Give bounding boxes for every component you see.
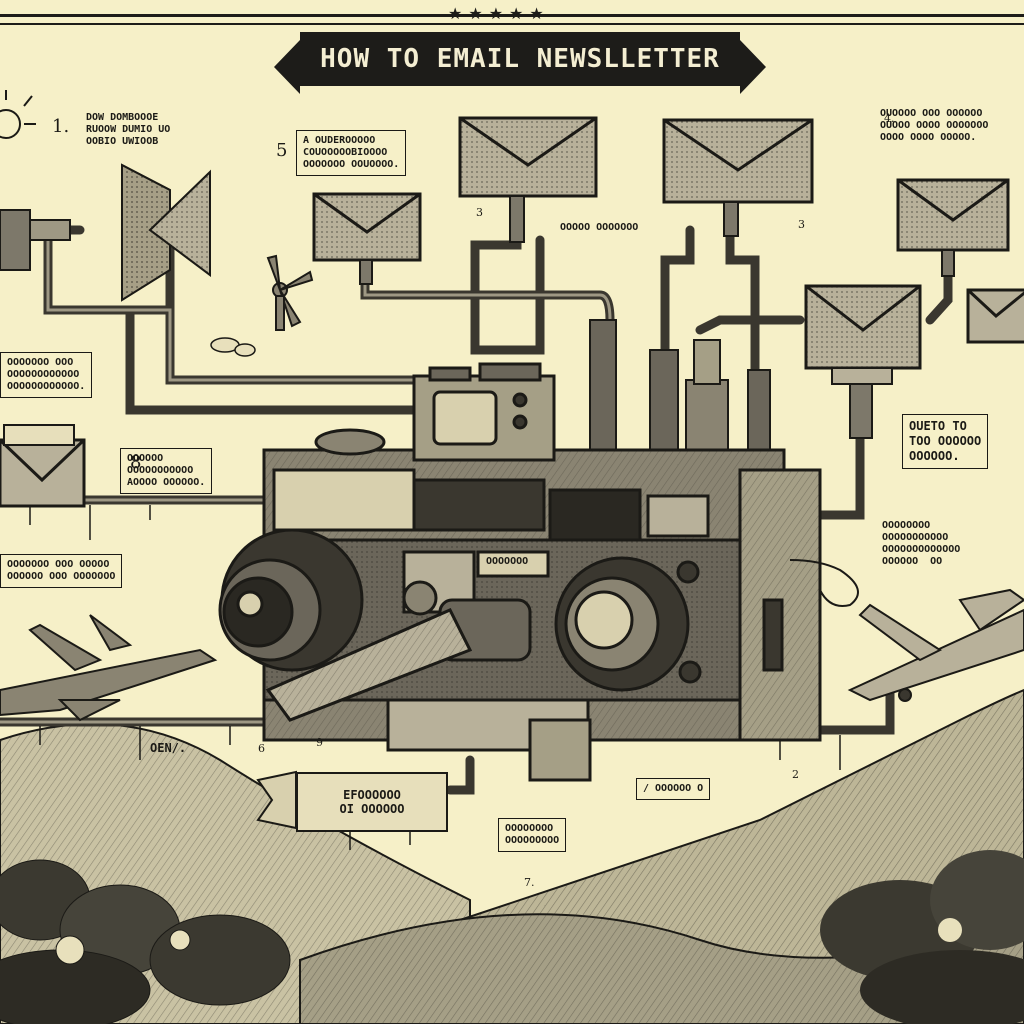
callout-top-left: DOW DOMBOOOE RUOOW DUMIO UO OOBIO UWIOOB [86, 112, 171, 147]
callout-right-mid: OUETO TO TOO OOOOOO OOOOOO. [902, 414, 989, 469]
sign-arrow [256, 770, 297, 830]
step-number: 2 [792, 768, 799, 781]
valve-left [0, 209, 71, 271]
callout-top-right: OUOOOO OOO OOOOOO OUOOO OOOO OOOOOOO OOO… [880, 108, 989, 143]
meter-label: OOOOOOO [486, 556, 529, 567]
propeller-icon [266, 254, 314, 331]
step-number: 3 [476, 206, 483, 219]
speaker-funnel [121, 163, 211, 302]
chain [789, 559, 859, 607]
diagram-title: HOW TO EMAIL NEWSLLETTER [320, 44, 720, 74]
step-number: 5 [276, 140, 288, 161]
pipe-tag: OOOOO OOOOOOO [560, 222, 639, 233]
camera-barrel [265, 560, 702, 722]
callout-right-lower: OOOOOOOO OOOOOOOOOOO OOOOOOOOOOOOO OOOOO… [876, 516, 967, 572]
signboard: EFOOOOOO OI OOOOOO [296, 772, 448, 832]
callout-bottom: OOOOOOOO OOOOOOOOO [498, 818, 567, 852]
envelope-icon [966, 288, 1024, 344]
envelope-icon [0, 424, 86, 508]
callout-mid-bottom: / OOOOOO O [636, 778, 711, 800]
camera-lens [554, 556, 690, 692]
header-rule [0, 14, 1024, 25]
callout-step5: A OUDEROOOOO COUOOOOOBIOOOO OOOOOOO OOUO… [296, 130, 407, 176]
step-number: 3 [798, 218, 805, 231]
envelope-icon [458, 116, 598, 198]
title-banner: HOW TO EMAIL NEWSLLETTER [274, 32, 766, 94]
callout-step8: OOOOOO OOOOOOOOOOO AOOOO OOOOOO. [120, 448, 213, 494]
foliage-left [0, 859, 291, 1024]
callout-left-lower: OOOOOOO OOO OOOOO OOOOOO OOO OOOOOOO [0, 554, 123, 588]
ground-tag: OEN/. [150, 741, 187, 755]
flower-icon [210, 337, 256, 357]
envelope-stems [359, 195, 955, 439]
callout-left-mid: OOOOOOO OOO OOOOOOOOOOOO OOOOOOOOOOOO. [0, 352, 93, 398]
sun-icon [0, 90, 36, 139]
step-number: 7. [524, 876, 535, 889]
airplane-left [0, 614, 218, 722]
step-number: 9 [316, 736, 323, 749]
airplane-right [847, 588, 1024, 702]
foliage-right [820, 850, 1024, 1024]
envelope-icon [662, 118, 814, 204]
machine-columns [589, 319, 771, 471]
step-number: 4. [884, 112, 895, 125]
tv-monitor [314, 362, 556, 462]
step-number: 1. [52, 116, 70, 137]
envelope-icon [804, 284, 922, 370]
rating-stars: ★★★★★ [448, 4, 550, 23]
step-number: 6 [258, 742, 265, 755]
camera-lens [218, 528, 364, 672]
step-number: 8 [130, 452, 142, 473]
envelope-icon [896, 178, 1010, 252]
envelope-icon [312, 192, 422, 262]
